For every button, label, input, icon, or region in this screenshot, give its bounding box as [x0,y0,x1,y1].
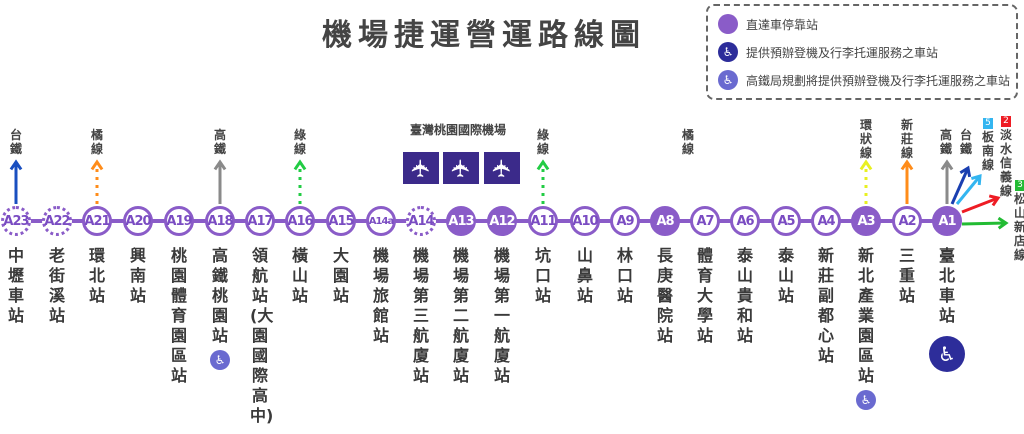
airplane-icon: ✈ [443,152,479,184]
station-name: 桃園體育園區站 [170,246,187,385]
transfer-label: 新莊線 [900,118,913,160]
express-stop-dot-icon [718,14,738,34]
transfer-label: 橘線 [90,128,103,156]
station-name: 泰山貴和站 [736,246,753,345]
legend: 直達車停靠站 ♿ 提供預辦登機及行李托運服務之車站 ♿ 高鐵局規劃將提供預辦登機… [706,4,1018,100]
station-name: 橫山站 [291,246,308,305]
station-a2[interactable]: A2 [892,206,922,236]
legend-label: 直達車停靠站 [746,17,819,32]
station-name: 體育大學站 [696,246,713,345]
a1-transfer-label: 台鐵 [959,128,972,156]
airport-label: 臺灣桃園國際機場 [410,123,507,137]
station-name: 大園站 [332,246,349,305]
arrowhead-icon [959,165,972,178]
arrowhead-icon [9,159,23,171]
route-line [16,219,947,223]
transfer-arrow [950,167,970,205]
station-a17[interactable]: A17 [245,206,275,236]
station-a1[interactable]: A1 [932,206,962,236]
luggage-icon: ♿ [929,336,965,372]
a1-transfer-label: 松山新店線 [1013,192,1024,262]
airplane-icon: ✈ [484,152,520,184]
arrowhead-icon [970,173,982,186]
station-name: 興南站 [129,246,146,305]
transfer-arrow [961,196,999,214]
station-a9[interactable]: A9 [610,206,640,236]
legend-item-luggage: ♿ 提供預辦登機及行李托運服務之車站 [718,42,938,62]
transfer-arrow [961,221,1007,226]
station-a5[interactable]: A5 [771,206,801,236]
a1-transfer-label: 高鐵 [939,128,952,156]
arrowhead-icon [293,159,307,171]
airplane-icon: ✈ [403,152,439,184]
transfer-label: 高鐵 [213,128,226,156]
transfer-label: 綠線 [536,128,549,156]
line-number-badge: 3 [1015,180,1024,191]
luggage-icon: ♿ [210,350,230,370]
page-title: 機場捷運營運路線圖 [322,18,646,53]
station-a8[interactable]: A8 [650,206,680,236]
station-a13[interactable]: A13 [446,206,476,236]
legend-label: 高鐵局規劃將提供預辦登機及行李托運服務之車站 [746,73,1011,88]
station-a12[interactable]: A12 [487,206,517,236]
station-name: 機場第二航廈站 [452,246,469,385]
station-name: 環北站 [88,246,105,305]
luggage-icon: ♿ [718,70,738,90]
station-a4[interactable]: A4 [811,206,841,236]
station-name: 三重站 [898,246,915,305]
arrowhead-icon [90,159,104,171]
luggage-icon: ♿ [856,390,876,410]
station-a20[interactable]: A20 [123,206,153,236]
arrowhead-icon [997,216,1009,230]
station-a6[interactable]: A6 [730,206,760,236]
station-name: 泰山站 [777,246,794,305]
legend-label: 提供預辦登機及行李托運服務之車站 [746,45,939,60]
legend-item-express: 直達車停靠站 [718,14,818,34]
station-a23[interactable]: A23 [1,206,31,236]
station-a22[interactable]: A22 [42,206,72,236]
transfer-label: 橘線 [681,128,694,156]
station-a15[interactable]: A15 [326,206,356,236]
station-name: 領航站(大園國際高中) [250,246,274,425]
arrowhead-icon [940,159,954,171]
station-a11[interactable]: A11 [528,206,558,236]
line-number-badge: 2 [1001,116,1011,127]
arrowhead-icon [988,194,1001,207]
transfer-arrow [955,175,982,205]
station-name: 高鐵桃園站 [211,246,228,345]
arrowhead-icon [859,159,873,171]
station-a7[interactable]: A7 [690,206,720,236]
station-a14a[interactable]: A14a [366,206,396,236]
arrowhead-icon [900,159,914,171]
transfer-label: 環狀線 [859,118,872,160]
station-name: 臺北車站 [938,246,955,325]
transfer-label: 綠線 [293,128,306,156]
station-a21[interactable]: A21 [82,206,112,236]
transfer-label: 台鐵 [9,128,22,156]
station-name: 坑口站 [534,246,551,305]
station-a14[interactable]: A14 [406,206,436,236]
station-name: 新莊副都心站 [817,246,834,365]
arrowhead-icon [213,159,227,171]
station-name: 老街溪站 [48,246,65,325]
luggage-icon: ♿ [718,42,738,62]
station-name: 新北產業園區站 [857,246,874,385]
station-a18[interactable]: A18 [205,206,235,236]
station-name: 機場旅館站 [372,246,389,345]
station-name: 林口站 [616,246,633,305]
station-name: 機場第一航廈站 [493,246,510,385]
station-name: 機場第三航廈站 [412,246,429,385]
station-name: 長庚醫院站 [656,246,673,345]
station-a16[interactable]: A16 [285,206,315,236]
a1-transfer-label: 淡水信義線 [999,128,1012,198]
station-name: 中壢車站 [7,246,24,325]
station-a3[interactable]: A3 [851,206,881,236]
station-a10[interactable]: A10 [570,206,600,236]
station-a19[interactable]: A19 [164,206,194,236]
arrowhead-icon [536,159,550,171]
line-number-badge: 5 [983,118,993,129]
station-name: 山鼻站 [576,246,593,305]
a1-transfer-label: 板南線 [981,130,994,172]
legend-item-luggage-planned: ♿ 高鐵局規劃將提供預辦登機及行李托運服務之車站 [718,70,1010,90]
